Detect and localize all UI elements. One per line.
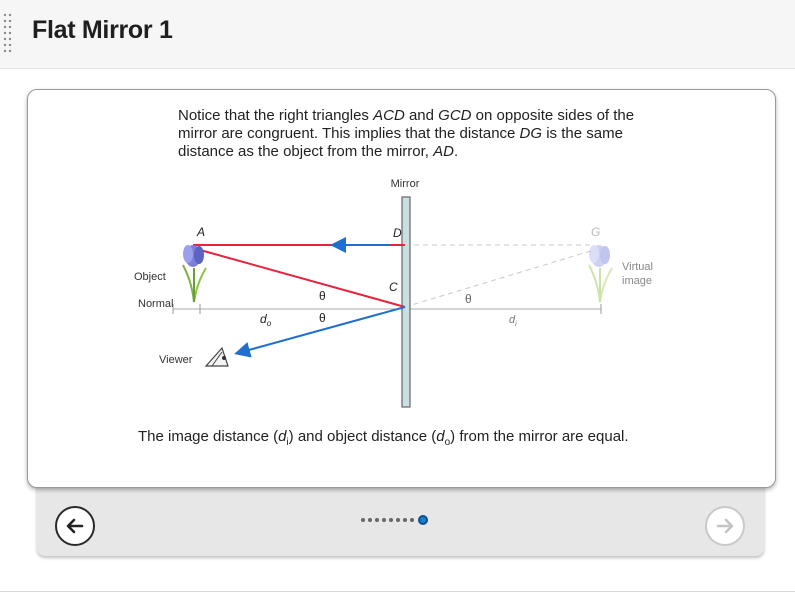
progress-dot[interactable] [375,518,379,522]
mirror-label: Mirror [391,178,420,190]
theta-upper: θ [319,289,326,303]
drag-handle-icon[interactable] [2,12,14,54]
progress-dot[interactable] [410,518,414,522]
mirror-diagram: Mirror A D C G θ θ θ do di Object Normal… [134,178,653,408]
point-d-label: D [393,226,402,240]
arrow-left-icon [66,518,84,534]
object-distance-label: do [260,312,272,328]
theta-lower: θ [319,311,326,325]
intro-text: Notice that the right triangles ACD and … [178,107,635,160]
viewer-label: Viewer [159,354,193,366]
point-a-label: A [196,225,205,239]
theta-virtual: θ [465,292,472,306]
progress-dot[interactable] [396,518,400,522]
object-label: Object [134,271,166,283]
virtual-flower-icon [588,245,613,303]
image-distance-label: di [509,314,517,328]
progress-dot[interactable] [368,518,372,522]
ray-a-to-c [192,247,406,308]
progress-dot-active[interactable] [418,515,428,525]
slide-card: Notice that the right triangles ACD and … [27,89,776,488]
arrow-right-icon [716,518,734,534]
virtual-ray-diagonal [404,249,595,308]
progress-dot[interactable] [361,518,365,522]
ray-reflected-viewer [234,306,406,358]
progress-dot[interactable] [403,518,407,522]
progress-dot[interactable] [389,518,393,522]
page-title: Flat Mirror 1 [32,16,173,44]
object-flower-icon [182,245,207,303]
point-g-label: G [591,225,600,239]
image-label: image [622,275,652,287]
viewer-eye-icon [204,346,229,367]
point-c-label: C [389,280,398,294]
previous-slide-button[interactable] [55,506,95,546]
bottom-divider [0,591,795,592]
next-slide-button[interactable] [705,506,745,546]
virtual-label: Virtual [622,261,653,273]
progress-dot[interactable] [382,518,386,522]
mirror [401,196,411,408]
normal-label: Normal [138,298,173,310]
caption-text: The image distance (di) and object dista… [138,428,629,448]
header-bar: Flat Mirror 1 [0,0,795,69]
